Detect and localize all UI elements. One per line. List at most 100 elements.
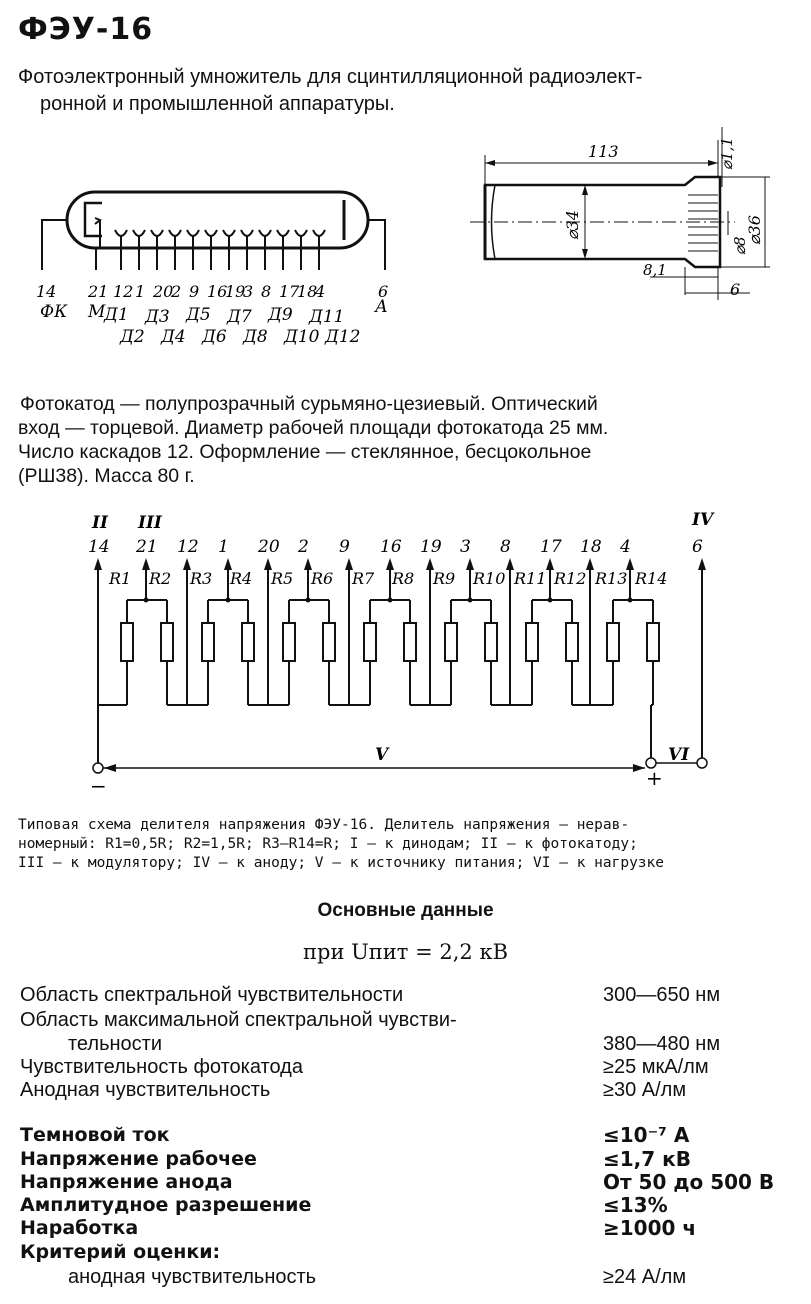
- terminal-minus: [92, 762, 104, 774]
- dim-8-1: 8,1: [643, 261, 667, 279]
- spec-row: Наработка≥1000 ч: [20, 1216, 800, 1240]
- base-hatching: [688, 194, 718, 252]
- spec-value: ≥24 А/лм: [603, 1266, 687, 1288]
- spec-label: Область спектральной чувствительности: [20, 984, 404, 1006]
- spec-label: Анодная чувствительность: [20, 1079, 271, 1101]
- resistor: [646, 622, 660, 662]
- intro-line-1: Фотоэлектронный умножитель для сцинтилля…: [18, 66, 643, 88]
- dynode-symbol: [204, 229, 218, 237]
- resistor-label: R5: [270, 569, 293, 588]
- tube-pin-label: 20: [152, 282, 173, 301]
- label-modulator: М: [87, 302, 106, 322]
- resistor-label: R2: [148, 569, 171, 588]
- arrow-head: [426, 558, 434, 570]
- photocathode-symbol: [83, 201, 102, 238]
- arrow-head: [466, 558, 474, 570]
- arrow-head: [183, 558, 191, 570]
- tube-pin-label: 12: [113, 282, 133, 301]
- tube-pin-label: 16: [207, 282, 227, 301]
- arrow-head: [304, 558, 312, 570]
- intro-text: Фотоэлектронный умножитель для сцинтилля…: [18, 64, 798, 118]
- tube-pin-label: 18: [297, 282, 317, 301]
- circuit-pin-label: 4: [619, 537, 631, 557]
- terminal-load: [696, 757, 708, 769]
- circuit-pin-label: 21: [135, 537, 158, 557]
- spec-label: Область максимальной спектральной чувств…: [20, 1009, 457, 1031]
- spec-row: Напряжение анода От 50 до 500 В: [20, 1170, 800, 1194]
- spec-row: анодная чувствительность ≥24 А/лм: [20, 1265, 800, 1289]
- arrow-head: [224, 558, 232, 570]
- resistor: [606, 622, 620, 662]
- spec-value: От 50 до 500 В: [603, 1170, 775, 1194]
- resistor: [160, 622, 174, 662]
- resistor: [282, 622, 296, 662]
- caption-line-1: Типовая схема делителя напряжения ФЭУ-16…: [18, 817, 630, 833]
- spec-value: ≥25 мкА/лм: [603, 1056, 709, 1078]
- circuit-pin-label: 6: [692, 537, 703, 557]
- resistor-label: R14: [634, 569, 667, 588]
- resistor: [484, 622, 498, 662]
- description-line-4: (РШ38). Масса 80 г.: [18, 465, 195, 487]
- tube-pin-label: 21: [87, 282, 108, 301]
- circuit-pin-label: 1: [218, 537, 229, 557]
- dynode-symbol: [258, 229, 272, 237]
- dynode-label-upper: Д1: [103, 305, 129, 325]
- dim-length: 113: [588, 142, 619, 161]
- description-line-3: Число каскадов 12. Оформление — стеклянн…: [18, 441, 592, 463]
- arrow-head: [94, 558, 102, 570]
- dynode-label-upper: Д3: [144, 307, 170, 327]
- tube-pin-label: 6: [378, 282, 388, 301]
- resistor-label: R7: [351, 569, 375, 588]
- dynode-symbol: [186, 229, 200, 237]
- roman-III: III: [137, 513, 163, 533]
- resistor-label: R4: [229, 569, 252, 588]
- tube-pin-label: 1: [135, 282, 145, 301]
- arrow-head: [626, 558, 634, 570]
- resistor: [444, 622, 458, 662]
- spec-label: Напряжение анода: [20, 1171, 233, 1193]
- dynode-symbol: [168, 229, 182, 237]
- circuit-pin-label: 3: [460, 537, 471, 557]
- circuit-pin-label: 8: [500, 537, 511, 557]
- dynode-symbol: [114, 229, 128, 237]
- dynode-label-lower: Д10: [283, 327, 320, 347]
- tube-pin-label: 9: [189, 282, 199, 301]
- label-supply: V: [375, 745, 390, 765]
- spec-label: Напряжение рабочее: [20, 1148, 257, 1170]
- circuit-pin-label: 2: [297, 537, 309, 557]
- spec-label: Наработка: [20, 1217, 139, 1239]
- resistor-label: R12: [553, 569, 586, 588]
- specs-heading: Основные данные: [317, 900, 494, 921]
- spec-label: анодная чувствительность: [68, 1266, 317, 1288]
- spec-label: Критерий оценки:: [20, 1241, 221, 1263]
- arrow-head: [586, 558, 594, 570]
- lead-photocathode: [41, 219, 67, 270]
- dynode-label-upper: Д9: [267, 305, 293, 325]
- resistor-label: R11: [513, 569, 546, 588]
- figure-caption: Типовая схема делителя напряжения ФЭУ-16…: [18, 816, 796, 873]
- resistor: [201, 622, 215, 662]
- dynode-symbol: [276, 229, 290, 237]
- plus-terminal: +: [646, 766, 663, 790]
- specs-condition: при Uпит = 2,2 кВ: [303, 940, 508, 964]
- tube-pin-label: 3: [243, 282, 253, 301]
- modulator-symbol: [94, 217, 102, 248]
- spec-value: ≥30 А/лм: [603, 1079, 687, 1101]
- resistor-label: R13: [594, 569, 627, 588]
- tube-pin-label: 8: [261, 282, 271, 301]
- circuit-pin-label: 18: [580, 537, 602, 557]
- resistor: [120, 622, 134, 662]
- caption-line-2: номерный: R1=0,5R; R2=1,5R; R3—R14=R; I …: [18, 836, 638, 852]
- label-photocathode: ФК: [40, 302, 68, 322]
- resistor-label: R9: [432, 569, 455, 588]
- lead-anode: [368, 219, 386, 270]
- circuit-pin-label: 9: [339, 537, 350, 557]
- dynode-label-upper: Д11: [308, 307, 344, 327]
- description-line-2: вход — торцевой. Диаметр рабочей площади…: [18, 417, 609, 439]
- intro-line-2: ронной и промышленной аппаратуры.: [40, 93, 395, 115]
